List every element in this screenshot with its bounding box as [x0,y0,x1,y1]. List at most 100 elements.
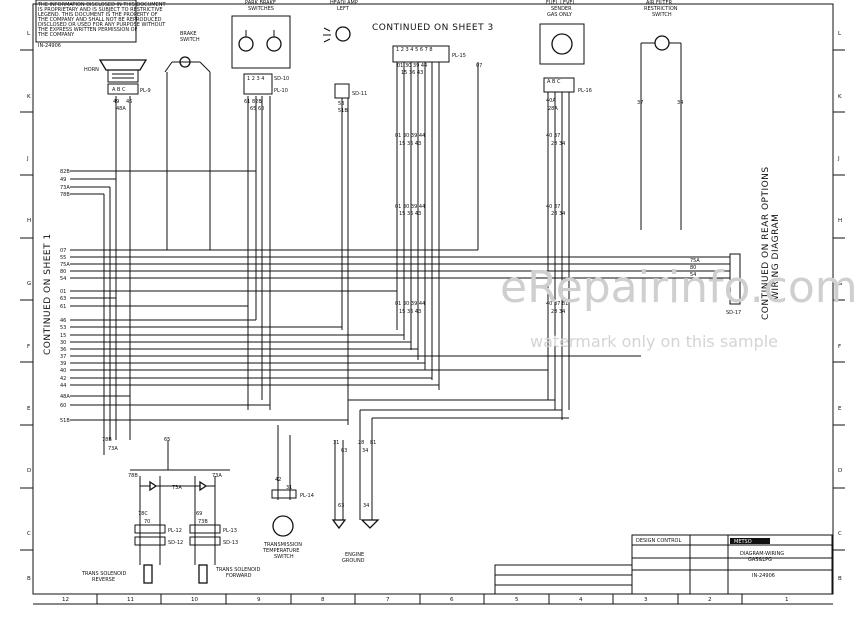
svg-text:01 30 39 44: 01 30 39 44 [397,63,427,69]
col-number: 5 [515,597,519,603]
svg-text:80: 80 [690,265,696,271]
svg-text:SWITCH: SWITCH [274,554,294,560]
drawing-number: IN-24906 [752,573,775,579]
svg-text:31: 31 [286,485,292,491]
svg-text:75A: 75A [60,262,70,268]
temperature-switch-icon [272,515,294,537]
row-letter: G [27,281,31,287]
connector-label: PL-15 [452,53,466,59]
connector-label: PL-10 [274,88,288,94]
svg-text:PARK BRAKE: PARK BRAKE [245,0,276,6]
row-letter: F [838,344,841,350]
svg-text:A B C: A B C [112,87,126,93]
continued-sheet3: CONTINUED ON SHEET 3 [372,23,494,33]
connector-label: PL-16 [578,88,592,94]
svg-text:15 36 43: 15 36 43 [399,309,421,315]
connector-label: PL-12 [168,528,182,534]
svg-text:FUEL LEVEL: FUEL LEVEL [546,0,576,6]
svg-text:31: 31 [333,440,339,446]
col-number: 4 [579,597,583,603]
continued-rear-options-sub: WIRING DIAGRAM [771,214,781,300]
connector-label: SD-10 [274,76,289,82]
row-letter: C [27,531,31,537]
svg-text:37: 37 [637,100,643,106]
svg-text:REVERSE: REVERSE [92,577,115,583]
svg-text:73A: 73A [108,446,118,452]
svg-text:54: 54 [60,276,66,282]
connector-label: SD-13 [223,540,238,546]
row-letter: K [27,94,31,100]
row-letter: D [27,468,31,474]
col-number: 10 [191,597,198,603]
vertical-wires [115,62,570,440]
svg-text:RESTRICTION: RESTRICTION [644,6,678,12]
svg-text:SWITCH: SWITCH [180,37,200,43]
svg-text:36: 36 [60,347,66,353]
continued-sheet1: CONTINUED ON SHEET 1 [43,233,53,355]
svg-text:TRANSMISSION: TRANSMISSION [263,542,302,548]
fuel-sender-icon [551,33,573,55]
row-letter: L [27,31,31,37]
row-letter: C [838,531,842,537]
svg-text:SWITCH: SWITCH [652,12,672,18]
svg-text:DISCLOSED OR USED FOR ANY PURP: DISCLOSED OR USED FOR ANY PURPOSE WITHOU… [38,22,166,28]
row-letter: E [838,406,842,412]
title-block: DESIGN CONTROL METSO DIAGRAM-WIRING GAS&… [494,534,833,595]
svg-text:48A: 48A [116,106,126,112]
svg-text:49: 49 [60,177,66,183]
horn-icon [98,59,148,71]
row-letter: F [27,344,30,350]
svg-text:40 37: 40 37 [546,133,560,139]
top-left-wires: 82B 49 73A 78B [60,169,256,440]
svg-text:48A: 48A [60,394,70,400]
ground-icon [331,519,347,530]
svg-text:37: 37 [60,354,66,360]
row-letter: B [838,576,842,582]
svg-text:78C: 78C [138,511,148,517]
headlamp-left: HEADLAMP LEFT SD-11 53 51B [323,0,367,114]
svg-text:61 82B: 61 82B [244,99,262,105]
svg-text:81: 81 [370,440,376,446]
svg-text:ENGINE: ENGINE [345,552,364,558]
svg-text:28 34: 28 34 [551,309,565,315]
svg-text:15 36 43: 15 36 43 [401,70,423,76]
svg-text:THE COMPANY AND SHALL NOT BE R: THE COMPANY AND SHALL NOT BE REPRODUCED [37,17,162,23]
svg-text:65 60: 65 60 [250,106,264,112]
row-letter: G [838,281,842,287]
svg-text:LEFT: LEFT [337,6,350,12]
svg-text:78B: 78B [60,192,70,198]
svg-text:HORN: HORN [84,67,99,73]
lamp-icon [335,26,351,42]
svg-text:34: 34 [363,503,369,509]
svg-text:1 2 3 4: 1 2 3 4 [247,76,265,82]
transmission-temperature-switch: 42 31 PL-14 TRANSMISSION TEMPERATURE SWI… [262,425,314,560]
svg-text:DESIGN CONTROL: DESIGN CONTROL [636,538,681,544]
svg-text:IS PROPRIETARY AND IS SUBJECT: IS PROPRIETARY AND IS SUBJECT TO RESTRIC… [38,7,163,13]
side-row-ticks [20,49,845,551]
svg-text:69: 69 [196,511,202,517]
ground-icon [360,519,380,529]
solenoid-icon [198,564,208,584]
sd17-connector: 75A 80 54 SD-17 [690,253,741,316]
svg-text:HEADLAMP: HEADLAMP [330,0,358,6]
svg-text:54: 54 [690,272,696,278]
diode-icon [149,480,158,492]
svg-text:28 34: 28 34 [551,141,565,147]
svg-text:AIR FILTER: AIR FILTER [646,0,673,6]
col-number: 2 [708,597,712,603]
row-letter: B [27,576,31,582]
row-letter: D [838,468,842,474]
svg-text:TRANS SOLENOID: TRANS SOLENOID [215,567,260,573]
svg-text:15: 15 [60,333,66,339]
doc-number: IN-24906 [38,43,61,49]
svg-text:46: 46 [126,99,132,105]
svg-text:51B: 51B [60,418,70,424]
col-number: 11 [127,597,134,603]
svg-text:73A: 73A [60,185,70,191]
company-logo: METSO [734,539,752,545]
svg-text:THE EXPRESS WRITTEN PERMISSION: THE EXPRESS WRITTEN PERMISSION OF [37,27,138,33]
switch-icon [654,35,670,51]
switch-icon [266,36,282,52]
svg-text:44: 44 [60,383,66,389]
